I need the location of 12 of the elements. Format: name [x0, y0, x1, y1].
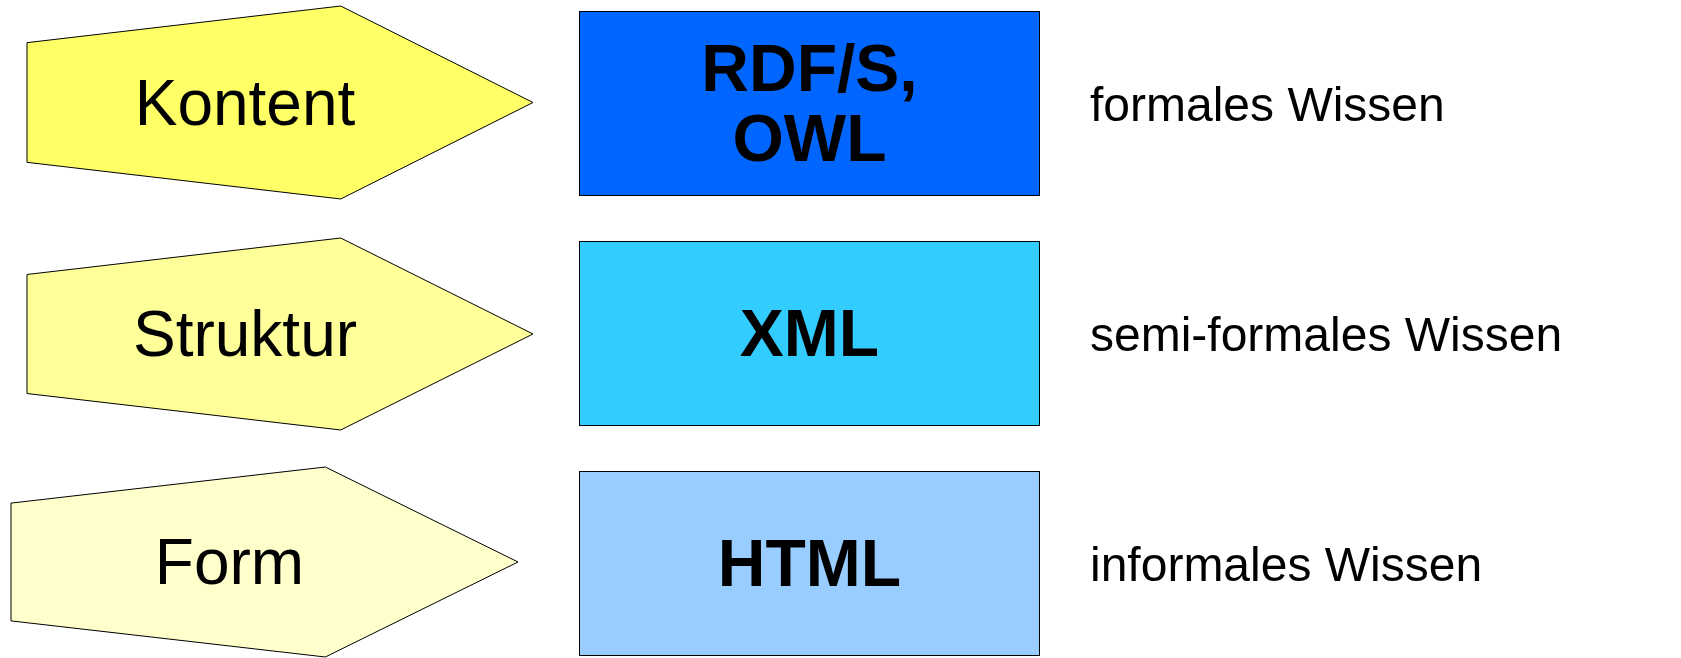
knowledge-caption: semi-formales Wissen — [1090, 306, 1563, 361]
layer-box — [579, 241, 1040, 426]
layer-label: Struktur — [132, 297, 358, 371]
knowledge-caption: informales Wissen — [1090, 536, 1483, 591]
layer-box — [579, 471, 1040, 656]
knowledge-caption: formales Wissen — [1090, 76, 1445, 131]
technology-label: HTML — [716, 528, 903, 599]
layer-box — [579, 11, 1040, 196]
technology-label: RDF/S, OWL — [700, 34, 919, 173]
layer-label: Kontent — [134, 65, 356, 140]
technology-label: XML — [738, 298, 881, 369]
layer-label: Form — [154, 525, 305, 599]
